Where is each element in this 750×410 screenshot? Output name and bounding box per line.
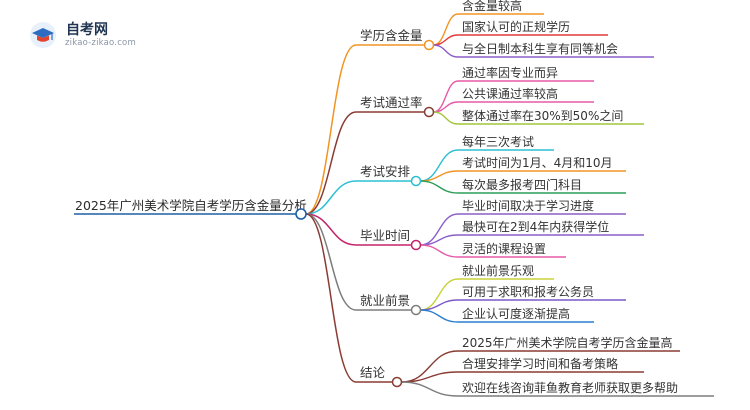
child-label[interactable]: 公共课通过率较高	[462, 86, 558, 101]
branch-connector	[305, 213, 357, 311]
child-label[interactable]: 毕业时间取决于学习进度	[462, 198, 594, 213]
child-connector	[420, 180, 459, 194]
branch-label[interactable]: 毕业时间	[360, 228, 410, 243]
branch-node-dot[interactable]	[410, 304, 422, 316]
child-label[interactable]: 合理安排学习时间和备考策略	[462, 356, 618, 371]
child-label[interactable]: 考试时间为1月、4月和10月	[462, 155, 613, 170]
child-label[interactable]: 国家认可的正规学历	[462, 19, 570, 34]
branch-label[interactable]: 学历含金量	[360, 28, 423, 43]
child-connector	[401, 381, 459, 397]
child-label[interactable]: 每次最多报考四门科目	[462, 177, 582, 192]
branch-node-dot[interactable]	[423, 106, 435, 118]
child-label[interactable]: 最快可在2到4年内获得学位	[462, 219, 609, 234]
child-connector	[433, 44, 459, 58]
branch-label[interactable]: 就业前景	[360, 293, 410, 308]
child-label[interactable]: 企业认可度逐渐提高	[462, 306, 570, 321]
branch-connector	[305, 213, 357, 383]
root-topic[interactable]: 2025年广州美术学院自考学历含金量分析	[75, 198, 307, 213]
branch-connector	[305, 111, 357, 215]
child-label[interactable]: 每年三次考试	[462, 134, 534, 149]
branch-label[interactable]: 考试安排	[360, 164, 411, 179]
logo-title: 自考网	[66, 22, 108, 38]
child-label[interactable]: 可用于求职和报考公务员	[462, 284, 594, 299]
branch-node-dot[interactable]	[391, 376, 403, 388]
branch-label[interactable]: 结论	[360, 365, 386, 380]
child-label[interactable]: 就业前景乐观	[462, 263, 534, 278]
branch-node-dot[interactable]	[410, 239, 422, 251]
root-node-dot[interactable]	[295, 208, 307, 220]
branch-node-dot[interactable]	[423, 39, 435, 51]
child-label[interactable]: 2025年广州美术学院自考学历含金量高	[462, 335, 673, 350]
branch-node-dot[interactable]	[410, 175, 422, 187]
child-label[interactable]: 含金量较高	[462, 0, 522, 13]
branch-connector	[305, 213, 357, 246]
child-connector	[420, 244, 459, 258]
child-label[interactable]: 灵活的课程设置	[462, 241, 546, 256]
logo-mortarboard-icon	[30, 22, 56, 48]
branch-label[interactable]: 考试通过率	[360, 95, 423, 110]
site-logo[interactable]: 自考网 zikao-zikao.com	[28, 18, 148, 52]
child-label[interactable]: 整体通过率在30%到50%之间	[462, 108, 623, 123]
child-label[interactable]: 通过率因专业而异	[462, 65, 558, 80]
logo-subtitle: zikao-zikao.com	[65, 38, 136, 48]
branch-connector	[305, 44, 357, 215]
child-label[interactable]: 欢迎在线咨询菲鱼教育老师获取更多帮助	[462, 380, 678, 395]
child-connector	[420, 309, 459, 323]
child-connector	[433, 111, 459, 125]
child-label[interactable]: 与全日制本科生享有同等机会	[462, 41, 618, 56]
branch-connector	[305, 180, 357, 215]
